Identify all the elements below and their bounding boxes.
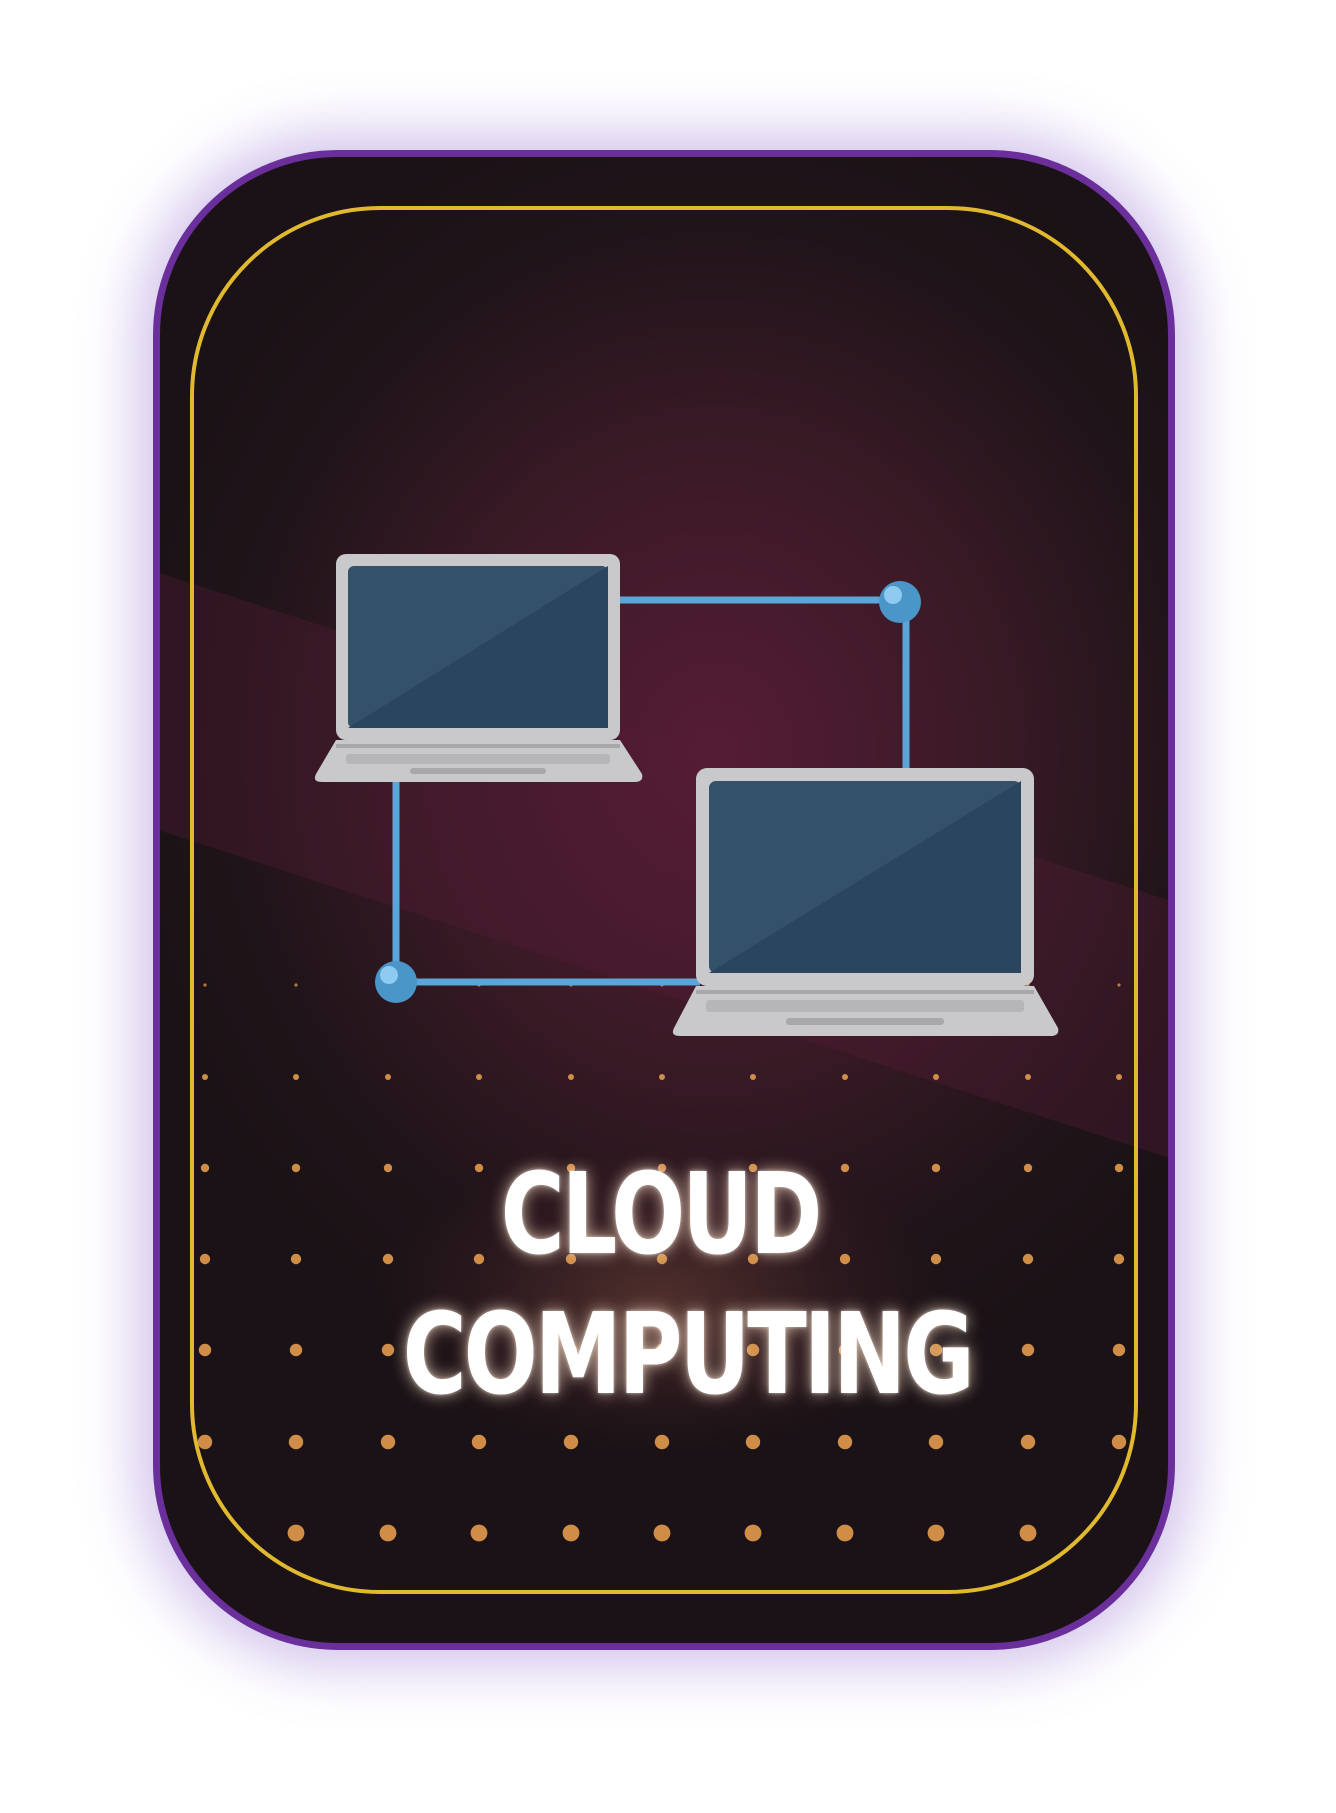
grid-dot [566, 1163, 576, 1173]
grid-dot [1019, 1524, 1037, 1542]
grid-dot [655, 1343, 669, 1357]
grid-dot [476, 1074, 482, 1080]
grid-dot [654, 1434, 670, 1450]
grid-dot [659, 1074, 665, 1080]
grid-dot [200, 1163, 210, 1173]
grid-dot [656, 1253, 668, 1265]
grid-dot [1020, 1434, 1036, 1450]
grid-dot [657, 1163, 667, 1173]
grid-dot [1025, 1074, 1031, 1080]
grid-dot [381, 1343, 395, 1357]
grid-dot [290, 1253, 302, 1265]
grid-dot [287, 1524, 305, 1542]
grid-dot [1021, 1343, 1035, 1357]
grid-dot [748, 1163, 758, 1173]
grid-dot [202, 1074, 208, 1080]
grid-dot [750, 1074, 756, 1080]
grid-dot [562, 1524, 580, 1542]
grid-dot [653, 1524, 671, 1542]
grid-dot [1117, 983, 1121, 987]
grid-dot [474, 1163, 484, 1173]
network-node-icon [879, 581, 921, 623]
grid-dot [379, 1524, 397, 1542]
laptop-icon [672, 768, 1059, 1036]
grid-dot [930, 1253, 942, 1265]
grid-dot [933, 1074, 939, 1080]
network-node-icon [375, 961, 417, 1003]
grid-dot [198, 1343, 212, 1357]
grid-dot [470, 1524, 488, 1542]
grid-dot [472, 1343, 486, 1357]
grid-dot [473, 1253, 485, 1265]
grid-dot [380, 1434, 396, 1450]
grid-dot [929, 1343, 943, 1357]
grid-dot [842, 1074, 848, 1080]
grid-dot [203, 983, 207, 987]
grid-dot [837, 1434, 853, 1450]
grid-dot [471, 1434, 487, 1450]
grid-dot [746, 1343, 760, 1357]
title-line-2: COMPUTING [402, 1290, 975, 1420]
grid-dot [564, 1343, 578, 1357]
grid-dot [838, 1343, 852, 1357]
grid-dot [1111, 1434, 1127, 1450]
grid-dot [745, 1434, 761, 1450]
title-line-1: CLOUD [500, 1150, 823, 1280]
grid-dot [565, 1253, 577, 1265]
grid-dot [385, 1074, 391, 1080]
grid-dot [840, 1163, 850, 1173]
grid-dot [931, 1163, 941, 1173]
grid-dot [744, 1524, 762, 1542]
grid-dot [288, 1434, 304, 1450]
dot-grid [197, 983, 1127, 1542]
grid-dot [927, 1524, 945, 1542]
grid-dot [382, 1253, 394, 1265]
grid-dot [1112, 1343, 1126, 1357]
grid-dot [563, 1434, 579, 1450]
grid-dot [1023, 1163, 1033, 1173]
grid-dot [839, 1253, 851, 1265]
grid-dot [1116, 1074, 1122, 1080]
card-title: CLOUD COMPUTING [402, 1145, 975, 1425]
laptop-icon [314, 554, 643, 782]
network-lines [392, 596, 910, 986]
grid-dot [383, 1163, 393, 1173]
grid-dot [568, 1074, 574, 1080]
grid-dot [836, 1524, 854, 1542]
grid-dot [291, 1163, 301, 1173]
grid-dot [293, 1074, 299, 1080]
grid-dot [294, 983, 298, 987]
grid-dot [747, 1253, 759, 1265]
grid-dot [928, 1434, 944, 1450]
card-inner-frame [190, 206, 1138, 1594]
grid-dot [1114, 1163, 1124, 1173]
grid-dot [197, 1434, 213, 1450]
grid-dot [289, 1343, 303, 1357]
grid-dot [1022, 1253, 1034, 1265]
title-glow [380, 1150, 940, 1450]
grid-dot [199, 1253, 211, 1265]
grid-dot [1113, 1253, 1125, 1265]
